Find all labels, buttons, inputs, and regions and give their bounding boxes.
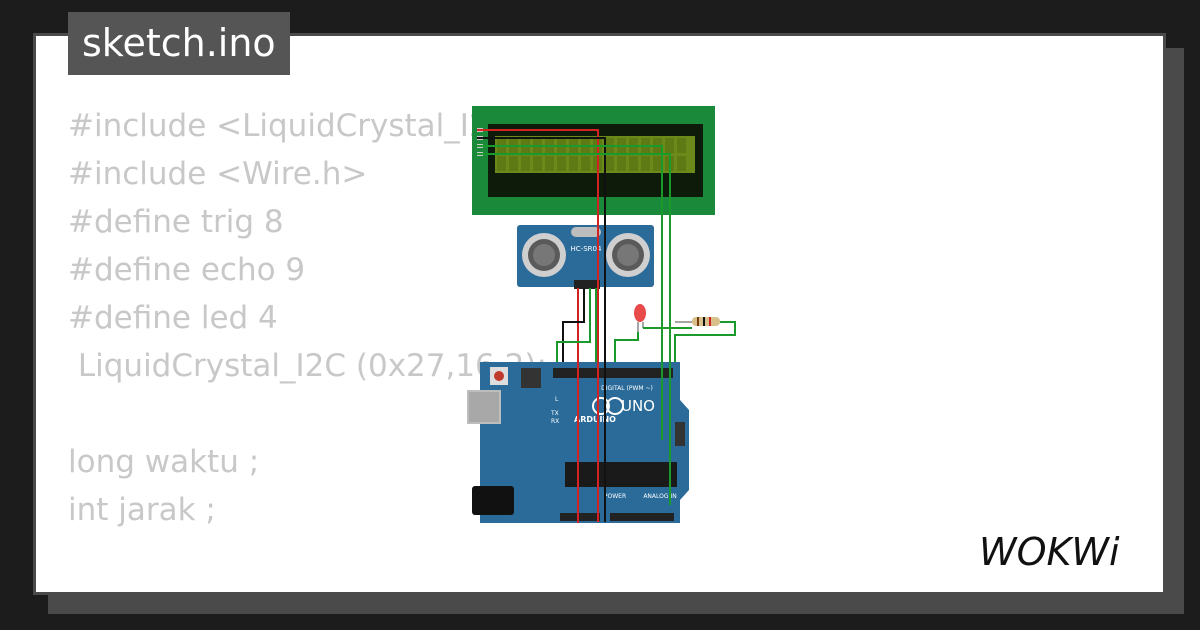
ultrasonic-sensor: HC-SR04 [517, 225, 654, 289]
led-label-l: L [555, 396, 559, 403]
code-preview: #include <LiquidCrystal_I2C #include <Wi… [68, 100, 548, 540]
circuit-diagram: HC-SR04 ARDUINO UNO DIGITAL (PWM ~) POWE… [467, 106, 736, 523]
lcd-display [472, 106, 715, 215]
digital-pins-label: DIGITAL (PWM ~) [601, 385, 653, 392]
code-line: #define trig 8 [68, 204, 284, 240]
sketch-title[interactable]: sketch.ino [68, 12, 290, 75]
code-line: int jarak ; [68, 492, 216, 528]
red-led [634, 304, 646, 332]
code-line: LiquidCrystal_I2C (0x27,16,2); [68, 348, 547, 384]
code-line: #include <LiquidCrystal_I2C [68, 108, 511, 144]
board-brand: ARDUINO [574, 415, 616, 424]
power-pins-label: POWER [604, 493, 626, 500]
code-line: long waktu ; [68, 444, 260, 480]
board-model: UNO [621, 397, 655, 415]
code-line: #include <Wire.h> [68, 156, 368, 192]
led-label-rx: RX [551, 418, 559, 425]
code-line: #define echo 9 [68, 252, 306, 288]
analog-pins-label: ANALOG IN [643, 493, 676, 500]
code-line: #define led 4 [68, 300, 278, 336]
logo-text: WOKWi [979, 530, 1120, 574]
wokwi-logo: WOKWi [979, 530, 1120, 574]
wiring [477, 129, 736, 523]
led-label-tx: TX [550, 410, 559, 417]
sensor-label: HC-SR04 [571, 245, 602, 253]
arduino-board: ARDUINO UNO DIGITAL (PWM ~) POWER ANALOG… [467, 362, 689, 523]
